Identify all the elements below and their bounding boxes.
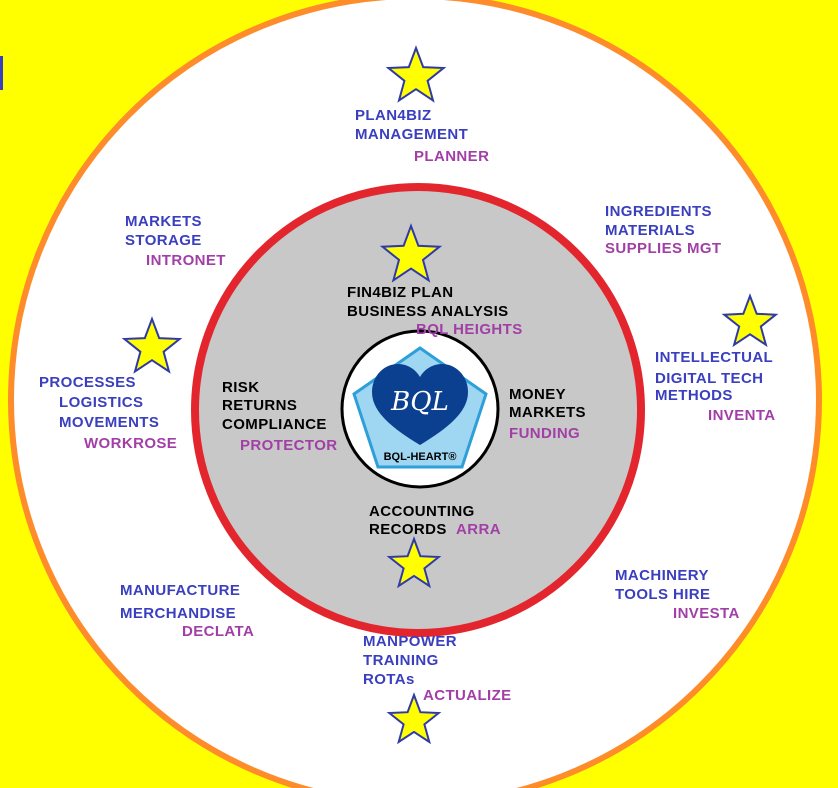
management-label: MANAGEMENT <box>355 126 469 143</box>
ingredients-label: INGREDIENTS <box>605 203 712 220</box>
manpower-label: MANPOWER <box>363 633 458 650</box>
logo-text: BQL <box>390 387 449 417</box>
accounting-label: ACCOUNTING <box>369 503 475 520</box>
risk-label: RISK <box>222 379 260 396</box>
investa-label: INVESTA <box>673 605 740 622</box>
manufacture-label: MANUFACTURE <box>120 582 241 599</box>
arra-label: ARRA <box>456 521 501 538</box>
supplies-mgt-label: SUPPLIES MGT <box>605 240 722 257</box>
materials-label: MATERIALS <box>605 222 695 239</box>
money-label: MONEY <box>509 386 567 403</box>
tools-hire-label: TOOLS HIRE <box>615 586 711 603</box>
workrose-label: WORKROSE <box>84 435 178 452</box>
planner-label: PLANNER <box>414 148 490 165</box>
fin4biz-plan-label: FIN4BIZ PLAN <box>347 284 454 301</box>
business-analysis-label: BUSINESS ANALYSIS <box>347 303 509 320</box>
center-caption: BQL-HEART® <box>384 451 457 463</box>
methods-label: METHODS <box>655 387 733 404</box>
star-icons <box>121 45 779 745</box>
storage-label: STORAGE <box>125 232 202 249</box>
intellectual-label: INTELLECTUAL <box>655 349 774 366</box>
training-label: TRAINING <box>363 652 439 669</box>
inventa-label: INVENTA <box>708 407 776 424</box>
star-icon <box>385 45 447 103</box>
bql-heights-label: BQL HEIGHTS <box>416 321 523 338</box>
plan4biz-label: PLAN4BIZ <box>355 107 432 124</box>
actualize-label: ACTUALIZE <box>423 687 512 704</box>
edge-mark <box>0 56 3 90</box>
protector-label: PROTECTOR <box>240 437 338 454</box>
logistics-label: LOGISTICS <box>59 394 144 411</box>
declata-label: DECLATA <box>182 623 255 640</box>
star-icon <box>379 223 443 283</box>
star-icon <box>386 692 442 745</box>
star-icon <box>386 536 442 589</box>
markets-outer-label: MARKETS <box>125 213 202 230</box>
digital-tech-label: DIGITAL TECH <box>655 370 764 387</box>
returns-label: RETURNS <box>222 397 298 414</box>
intronet-label: INTRONET <box>146 252 226 269</box>
compliance-label: COMPLIANCE <box>222 416 327 433</box>
heart-icon <box>372 364 468 445</box>
processes-label: PROCESSES <box>39 374 136 391</box>
merchandise-label: MERCHANDISE <box>120 605 237 622</box>
movements-label: MOVEMENTS <box>59 414 160 431</box>
funding-label: FUNDING <box>509 425 581 442</box>
markets-label: MARKETS <box>509 404 586 421</box>
star-icon <box>721 293 779 348</box>
star-icon <box>121 316 183 374</box>
rotas-label: ROTAs <box>363 671 415 688</box>
machinery-label: MACHINERY <box>615 567 709 584</box>
records-label: RECORDS <box>369 521 447 538</box>
